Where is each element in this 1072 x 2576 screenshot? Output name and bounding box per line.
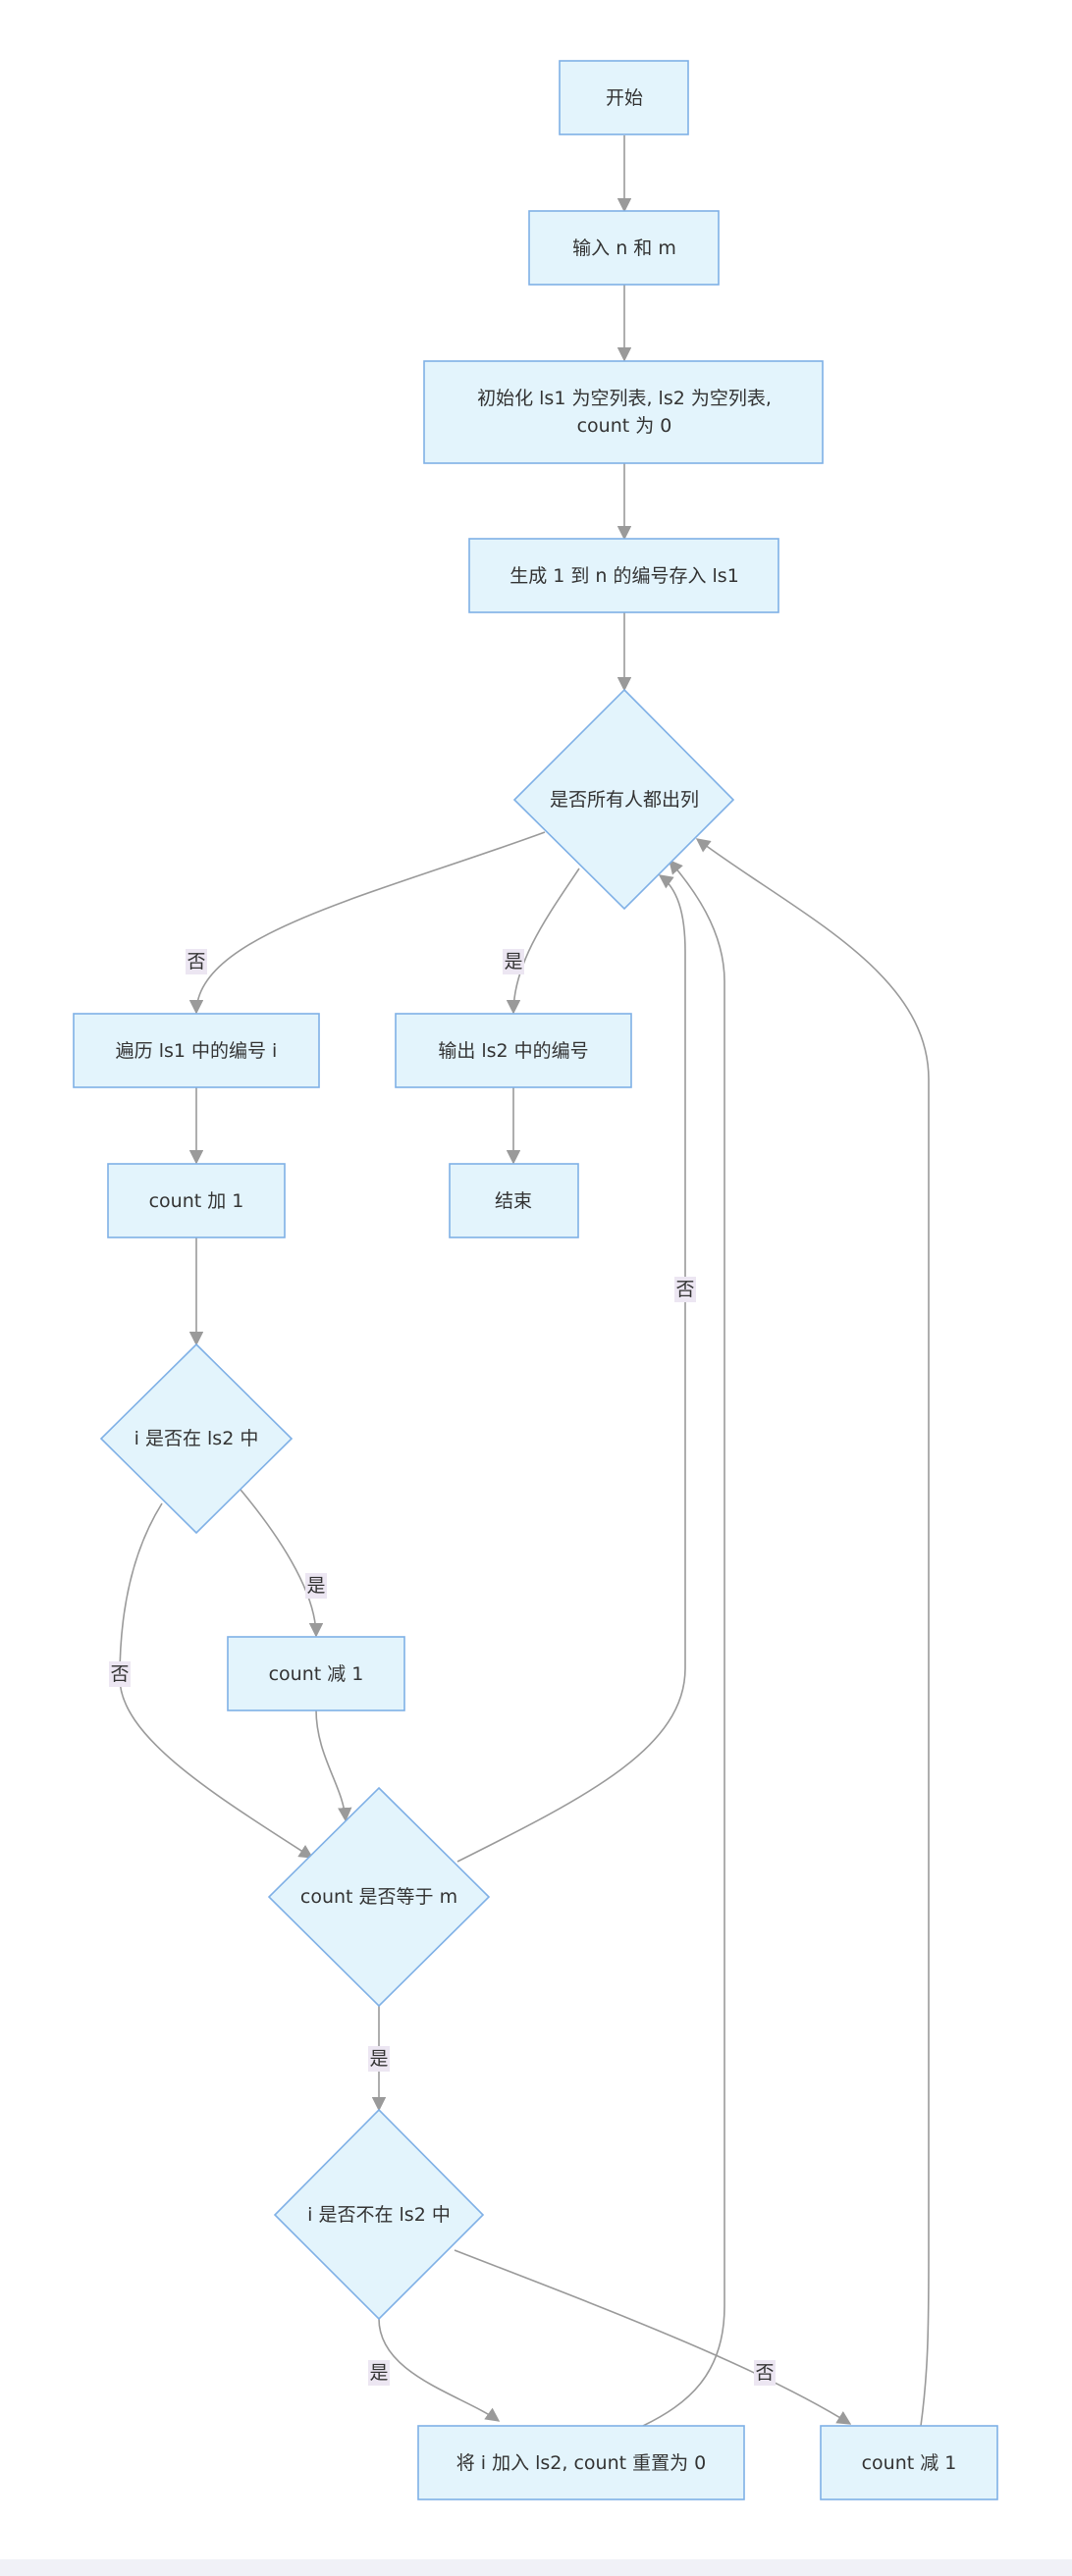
svg-text:i 是否不在 ls2 中: i 是否不在 ls2 中	[307, 2204, 451, 2226]
svg-text:count 加 1: count 加 1	[149, 1190, 244, 1212]
svg-text:count 减 1: count 减 1	[269, 1663, 364, 1685]
edges	[119, 135, 930, 2427]
node-i-not-in-ls2-decision: i 是否不在 ls2 中	[273, 2108, 485, 2321]
edge-inotinls2-countdecb	[454, 2249, 852, 2425]
svg-text:是: 是	[504, 951, 522, 973]
svg-text:结束: 结束	[495, 1190, 532, 1212]
svg-text:是: 是	[306, 1575, 325, 1597]
node-i-in-ls2-decision: i 是否在 ls2 中	[99, 1342, 294, 1535]
node-start: 开始	[559, 60, 689, 135]
node-count-inc: count 加 1	[107, 1163, 286, 1238]
node-all-out-decision: 是否所有人都出列	[512, 688, 735, 911]
node-traverse: 遍历 ls1 中的编号 i	[73, 1013, 320, 1088]
svg-text:是否所有人都出列: 是否所有人都出列	[550, 789, 699, 811]
svg-text:否: 否	[110, 1663, 129, 1685]
edge-label-no-traverse: 否	[186, 949, 207, 974]
svg-text:输出 ls2 中的编号: 输出 ls2 中的编号	[438, 1040, 588, 1062]
edge-iinls2-countdec	[240, 1489, 324, 1638]
svg-text:输入 n 和 m: 输入 n 和 m	[572, 237, 676, 259]
edge-label-yes-output: 是	[503, 949, 524, 974]
edge-label-yes-not-in-ls2: 是	[368, 2360, 390, 2386]
svg-text:遍历 ls1 中的编号 i: 遍历 ls1 中的编号 i	[116, 1040, 278, 1062]
node-add-reset: 将 i 加入 ls2, count 重置为 0	[417, 2425, 745, 2500]
edge-labels: 否 是 否 是 否 是 是 否	[109, 949, 776, 2386]
nodes: 开始 输入 n 和 m 初始化 ls1 为空列表, ls2 为空列表, coun…	[73, 60, 998, 2500]
svg-text:是: 是	[369, 2048, 388, 2070]
node-count-dec-b: count 减 1	[820, 2425, 998, 2500]
edge-countdec-counteqm	[315, 1709, 352, 1822]
svg-text:否: 否	[187, 951, 205, 973]
edge-iinls2-counteqm	[119, 1502, 314, 1859]
node-count-eq-m-decision: count 是否等于 m	[267, 1786, 491, 2008]
edge-add-loopback	[642, 859, 725, 2427]
edge-label-yes-in-ls2: 是	[305, 1573, 327, 1599]
edge-decision-output	[506, 867, 580, 1015]
svg-text:初始化 ls1 为空列表, ls2 为空列表,: 初始化 ls1 为空列表, ls2 为空列表,	[477, 388, 772, 409]
bottom-band	[0, 2559, 1072, 2576]
node-generate: 生成 1 到 n 的编号存入 ls1	[468, 538, 779, 613]
edge-label-no-loop-back: 否	[674, 1277, 696, 1302]
node-init: 初始化 ls1 为空列表, ls2 为空列表, count 为 0	[423, 360, 824, 464]
svg-text:i 是否在 ls2 中: i 是否在 ls2 中	[134, 1428, 259, 1449]
node-end: 结束	[449, 1163, 579, 1238]
svg-text:开始: 开始	[606, 87, 643, 109]
edge-decision-traverse	[188, 831, 546, 1015]
svg-text:否: 否	[755, 2362, 774, 2384]
edge-inotinls2-add	[378, 2318, 501, 2422]
node-output: 输出 ls2 中的编号	[395, 1013, 632, 1088]
edge-countdecb-loopback	[695, 838, 930, 2427]
edge-label-yes-eq-m: 是	[368, 2046, 390, 2072]
edge-label-no-in-ls2: 否	[109, 1661, 131, 1687]
svg-text:是: 是	[369, 2362, 388, 2384]
svg-text:count 为 0: count 为 0	[577, 415, 672, 437]
svg-text:count 减 1: count 减 1	[862, 2452, 957, 2474]
svg-text:否: 否	[675, 1279, 694, 1300]
node-count-dec-a: count 减 1	[227, 1636, 405, 1711]
node-input: 输入 n 和 m	[528, 210, 720, 286]
edge-counteqm-loopback	[456, 874, 686, 1863]
svg-text:将 i 加入 ls2, count 重置为 0: 将 i 加入 ls2, count 重置为 0	[456, 2452, 707, 2474]
edge-label-no-not-in-ls2: 否	[754, 2360, 776, 2386]
svg-text:count 是否等于 m: count 是否等于 m	[300, 1886, 457, 1908]
svg-text:生成 1 到 n 的编号存入 ls1: 生成 1 到 n 的编号存入 ls1	[509, 565, 739, 587]
